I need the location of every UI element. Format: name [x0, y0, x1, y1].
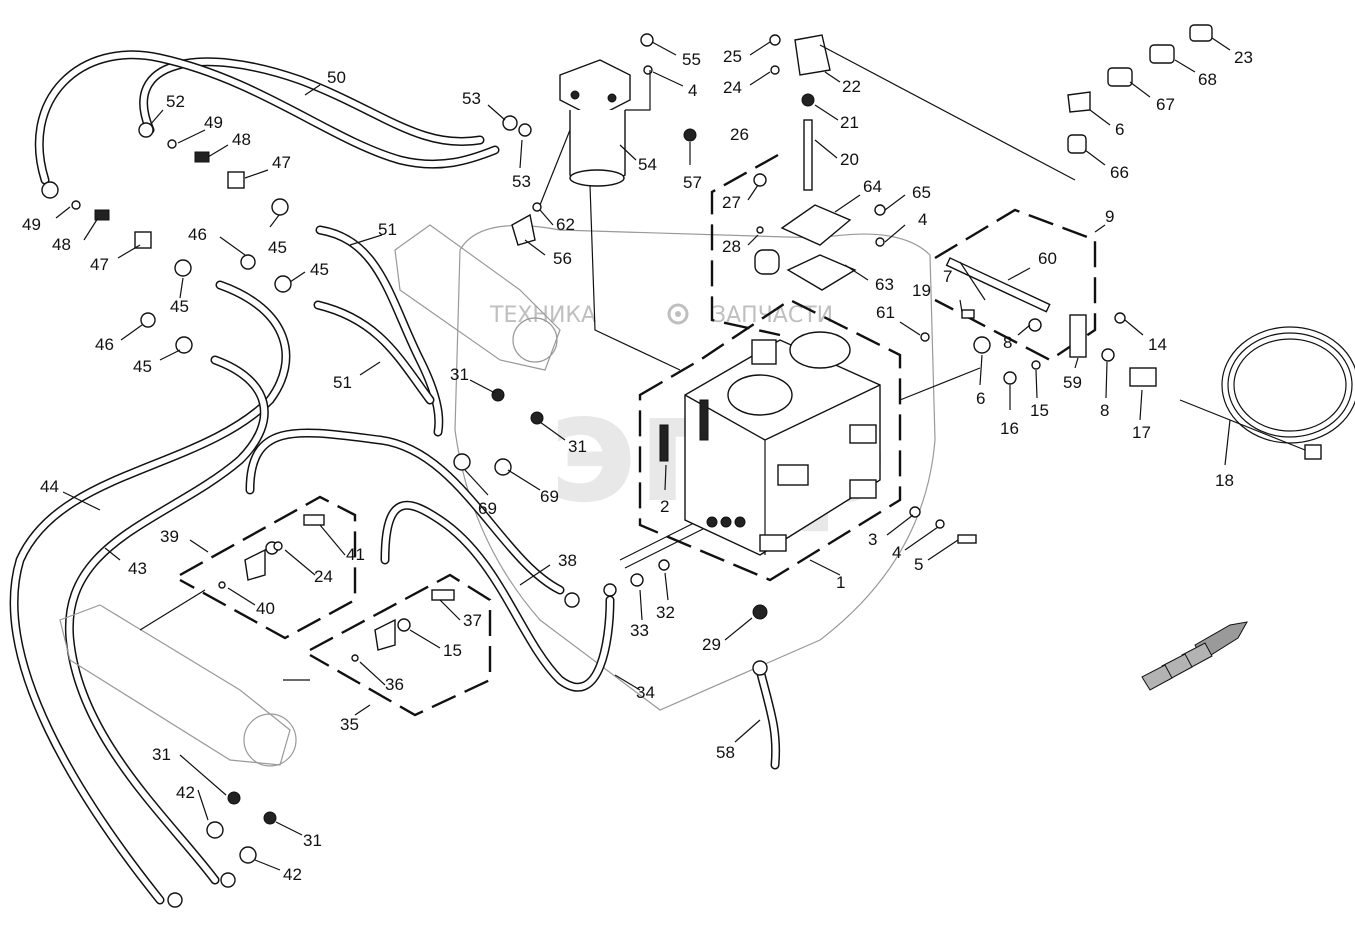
- callout-14: 14: [1148, 335, 1167, 354]
- callout-42: 42: [283, 865, 302, 884]
- leader-lines: [55, 37, 1231, 871]
- callout-1: 1: [836, 573, 845, 592]
- gear-icon: [667, 303, 689, 325]
- callout-6: 6: [1115, 120, 1124, 139]
- callout-55: 55: [682, 50, 701, 69]
- callout-60: 60: [1038, 249, 1057, 268]
- callout-22: 22: [842, 77, 861, 96]
- callout-31: 31: [303, 831, 322, 850]
- callout-37: 37: [463, 611, 482, 630]
- callout-48: 48: [52, 235, 71, 254]
- callout-45: 45: [133, 357, 152, 376]
- callout-42: 42: [176, 783, 195, 802]
- callout-69: 69: [478, 499, 497, 518]
- fittings: [41, 24, 1213, 908]
- callout-17: 17: [1132, 423, 1151, 442]
- callout-31: 31: [152, 745, 171, 764]
- callout-4: 4: [892, 543, 901, 562]
- callout-39: 39: [160, 527, 179, 546]
- callout-45: 45: [310, 260, 329, 279]
- callout-53: 53: [462, 89, 481, 108]
- callout-43: 43: [128, 559, 147, 578]
- callout-16: 16: [1000, 419, 1019, 438]
- callout-58: 58: [716, 743, 735, 762]
- watermark-left-text: ТЕХНИКА: [489, 303, 596, 328]
- callout-23: 23: [1234, 48, 1253, 67]
- callout-31: 31: [568, 437, 587, 456]
- return-filter: [559, 59, 631, 187]
- callout-29: 29: [702, 635, 721, 654]
- callout-2: 2: [660, 497, 669, 516]
- callout-63: 63: [875, 275, 894, 294]
- pump-lower: [59, 604, 297, 767]
- callout-69: 69: [540, 487, 559, 506]
- callout-25: 25: [723, 47, 742, 66]
- callout-20: 20: [840, 150, 859, 169]
- callout-15: 15: [443, 641, 462, 660]
- callout-61: 61: [876, 303, 895, 322]
- callout-33: 33: [630, 621, 649, 640]
- callout-21: 21: [840, 113, 859, 132]
- callout-44: 44: [40, 477, 59, 496]
- callout-24: 24: [723, 78, 742, 97]
- callout-27: 27: [722, 193, 741, 212]
- callout-7: 7: [943, 267, 952, 286]
- callout-8: 8: [1100, 401, 1109, 420]
- callout-5: 5: [914, 555, 923, 574]
- callout-51: 51: [333, 373, 352, 392]
- callout-53: 53: [512, 172, 531, 191]
- sensor-cable: [1129, 326, 1355, 460]
- callout-36: 36: [385, 675, 404, 694]
- callout-24: 24: [314, 567, 333, 586]
- callout-labels: 50 52 49 48 47 49 48 47 46 45 45 45 46 4…: [22, 47, 1253, 884]
- callout-26: 26: [730, 125, 749, 144]
- pump-upper: [394, 224, 561, 371]
- callout-46: 46: [188, 225, 207, 244]
- callout-6: 6: [976, 389, 985, 408]
- callout-48: 48: [232, 130, 251, 149]
- callout-62: 62: [556, 215, 575, 234]
- callout-4: 4: [918, 210, 927, 229]
- callout-68: 68: [1198, 70, 1217, 89]
- callout-3: 3: [868, 530, 877, 549]
- callout-28: 28: [722, 237, 741, 256]
- callout-18: 18: [1215, 471, 1234, 490]
- callout-45: 45: [170, 297, 189, 316]
- callout-64: 64: [863, 177, 882, 196]
- callout-65: 65: [912, 183, 931, 202]
- callout-35: 35: [340, 715, 359, 734]
- callout-50: 50: [327, 68, 346, 87]
- callout-9: 9: [1105, 207, 1114, 226]
- callout-31: 31: [450, 365, 469, 384]
- callout-47: 47: [272, 153, 291, 172]
- callout-32: 32: [656, 603, 675, 622]
- callout-52: 52: [166, 92, 185, 111]
- callout-40: 40: [256, 599, 275, 618]
- callout-67: 67: [1156, 95, 1175, 114]
- callout-34: 34: [636, 683, 655, 702]
- callout-49: 49: [204, 113, 223, 132]
- hoses: [9, 50, 781, 905]
- callout-47: 47: [90, 255, 109, 274]
- callout-4: 4: [688, 81, 697, 100]
- callout-49: 49: [22, 215, 41, 234]
- callout-59: 59: [1063, 373, 1082, 392]
- group-boxes: [179, 153, 1097, 717]
- callout-41: 41: [346, 545, 365, 564]
- callout-46: 46: [95, 335, 114, 354]
- direction-arrow-icon: [1141, 621, 1248, 691]
- callout-19: 19: [912, 281, 931, 300]
- hydraulic-tank: [659, 331, 881, 556]
- callout-38: 38: [558, 551, 577, 570]
- callout-54: 54: [638, 155, 657, 174]
- callout-45: 45: [268, 238, 287, 257]
- callout-8: 8: [1003, 333, 1012, 352]
- callout-66: 66: [1110, 163, 1129, 182]
- callout-15: 15: [1030, 401, 1049, 420]
- callout-56: 56: [553, 249, 572, 268]
- callout-57: 57: [683, 173, 702, 192]
- callout-51: 51: [378, 220, 397, 239]
